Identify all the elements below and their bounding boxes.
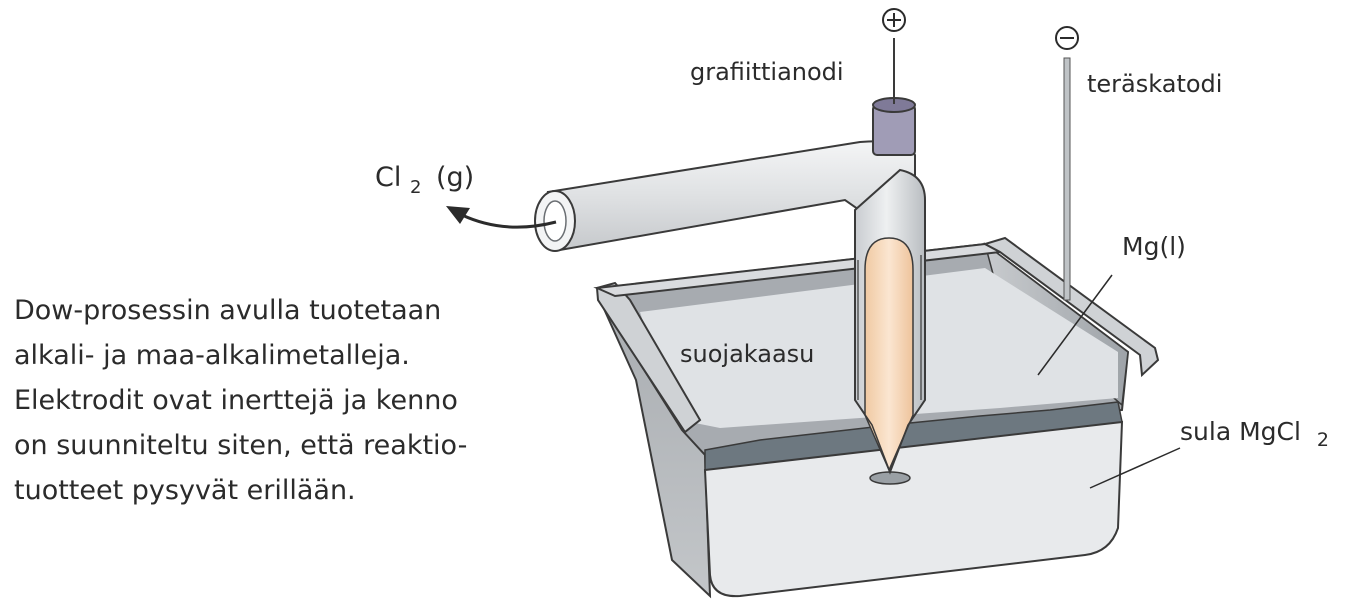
- negative-terminal-icon: [1055, 26, 1079, 50]
- molten-mgcl2: [703, 420, 1124, 598]
- tank-left-wall: [599, 299, 712, 599]
- caption-line: on suunniteltu siten, että reaktio-: [14, 430, 468, 461]
- tank-left-rim: [595, 281, 702, 434]
- graphite-anode-assembly: [534, 38, 926, 475]
- leader-line-melt: [1089, 447, 1181, 489]
- label-molten-mgcl2-main: sula MgCl: [1180, 417, 1301, 446]
- label-molten-mgcl2-sub: 2: [1317, 429, 1329, 451]
- cathode-rod: [1063, 57, 1071, 301]
- positive-terminal-icon: [882, 8, 906, 32]
- tank-right-rim: [982, 236, 1160, 378]
- gas-flow-arrow-icon: [446, 206, 557, 229]
- label-anode: grafiittianodi: [690, 58, 844, 86]
- caption-line: tuotteet pysyvät erillään.: [14, 475, 356, 506]
- label-chlorine-main: Cl: [375, 162, 401, 193]
- graphite-anode-core: [864, 237, 914, 472]
- caption-line: Dow-prosessin avulla tuotetaan: [14, 295, 442, 326]
- label-shield-gas: suojakaasu: [680, 340, 814, 368]
- caption-line: alkali- ja maa-alkalimetalleja.: [14, 340, 410, 371]
- label-chlorine-state: (g): [436, 162, 474, 193]
- label-molten-mgcl2: sula MgCl 2: [1180, 417, 1329, 451]
- leader-line-magnesium: [1037, 274, 1113, 376]
- caption-text: Dow-prosessin avulla tuotetaan alkali- j…: [14, 288, 494, 513]
- tube-taper: [854, 399, 926, 475]
- label-magnesium: Mg(l): [1122, 232, 1186, 261]
- caption-line: Elektrodit ovat inerttejä ja kenno: [14, 385, 458, 416]
- label-chlorine-sub: 2: [410, 177, 421, 198]
- label-chlorine-gas: Cl 2 (g): [375, 162, 474, 200]
- label-cathode: teräskatodi: [1087, 70, 1222, 98]
- steel-cathode: [1063, 57, 1071, 301]
